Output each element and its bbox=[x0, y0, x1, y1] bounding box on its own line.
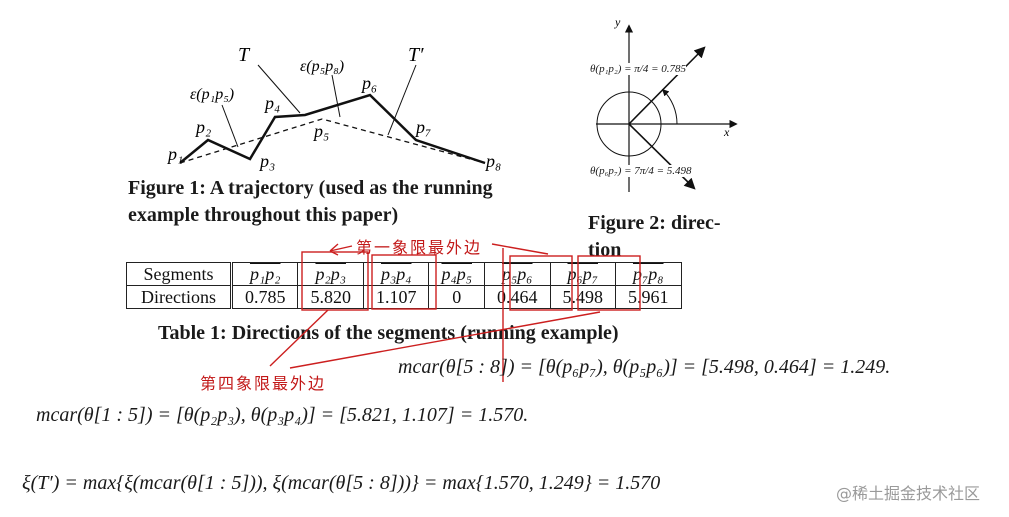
figure1-caption: Figure 1: A trajectory (used as the runn… bbox=[128, 175, 578, 229]
annotation-first-quadrant: 第一象限最外边 bbox=[356, 238, 483, 257]
label-eps15: ε(p₁p₅) bbox=[190, 86, 234, 103]
segment-cell: p₁p₂ bbox=[229, 262, 299, 286]
label-p2: p₂ bbox=[194, 117, 211, 137]
segment-cell: p₃p₄ bbox=[362, 262, 430, 286]
label-theta-p6p7: θ(p₆p₇) = 7π/4 = 5.498 bbox=[590, 165, 692, 177]
label-eps58: ε(p₅p₈) bbox=[300, 58, 344, 75]
direction-cell: 0 bbox=[428, 285, 485, 309]
label-p1: p₁ bbox=[166, 144, 183, 164]
table-row-segments: Segments p₁p₂ p₂p₃ p₃p₄ p₄p₅ p₅p₆ p₆p₇ p… bbox=[126, 262, 682, 286]
equation-xi-Tp: ξ(T′) = max{ξ(mcar(θ[1 : 5])), ξ(mcar(θ[… bbox=[22, 472, 661, 494]
segment-cell: p₂p₃ bbox=[297, 262, 364, 286]
vector-p1p2 bbox=[628, 46, 706, 125]
leader-Tp bbox=[387, 64, 417, 136]
table-row-directions: Directions 0.785 5.820 1.107 0 0.464 5.4… bbox=[126, 285, 682, 309]
trajectory-polyline bbox=[179, 93, 486, 165]
figure2-caption-line1: Figure 2: direc- bbox=[588, 212, 721, 234]
angle-arc bbox=[662, 89, 678, 125]
arrow-fourth-quadrant-left bbox=[269, 309, 329, 367]
leader-eps58 bbox=[331, 74, 341, 118]
arrow-first-quadrant-left bbox=[329, 243, 353, 256]
label-p8: p₈ bbox=[484, 151, 501, 171]
segment-cell: p₇p₈ bbox=[615, 262, 682, 286]
label-p3: p₃ bbox=[258, 151, 275, 171]
unit-circle bbox=[596, 91, 662, 157]
watermark: @稀土掘金技术社区 bbox=[836, 484, 981, 503]
highlight-p2p3 bbox=[301, 251, 369, 311]
vector-p6p7 bbox=[628, 123, 696, 190]
directions-table: Segments p₁p₂ p₂p₃ p₃p₄ p₄p₅ p₅p₆ p₆p₇ p… bbox=[126, 262, 682, 309]
arrow-fourth-quadrant-right bbox=[289, 311, 601, 369]
highlight-p3p4 bbox=[371, 254, 437, 310]
label-theta-p1p2: θ(p₁p₂) = π/4 = 0.785 bbox=[590, 63, 687, 75]
label-p4: p₄ bbox=[263, 93, 280, 113]
figure1-caption-line2: example throughout this paper) bbox=[128, 204, 399, 226]
equation-mcar-1-5: mcar(θ[1 : 5]) = [θ(p₂p₃), θ(p₃p₄)] = [5… bbox=[36, 404, 529, 426]
highlight-p6p7 bbox=[577, 255, 641, 311]
direction-cell: 0.785 bbox=[229, 285, 299, 309]
figure1-caption-line1: Figure 1: A trajectory (used as the runn… bbox=[128, 177, 493, 199]
label-Tp: T′ bbox=[408, 44, 424, 66]
label-p6: p₆ bbox=[360, 73, 377, 93]
label-y: y bbox=[614, 15, 621, 29]
label-p7: p₇ bbox=[414, 117, 431, 137]
direction-figure: y x bbox=[596, 15, 738, 192]
label-T: T bbox=[238, 44, 251, 66]
direction-cell: 1.107 bbox=[362, 285, 430, 309]
label-p5: p₅ bbox=[312, 121, 329, 141]
leader-eps15 bbox=[221, 104, 239, 148]
arrow-first-quadrant-right bbox=[491, 243, 549, 255]
direction-cell: 5.820 bbox=[297, 285, 364, 309]
equation-mcar-5-8: mcar(θ[5 : 8]) = [θ(p₆p₇), θ(p₅p₆)] = [5… bbox=[398, 356, 891, 378]
annotation-fourth-quadrant: 第四象限最外边 bbox=[200, 374, 327, 393]
highlight-p5p6 bbox=[509, 255, 573, 311]
simplified-trajectory bbox=[179, 118, 486, 164]
label-x: x bbox=[723, 125, 730, 139]
direction-cell: 5.961 bbox=[615, 285, 682, 309]
trajectory-figure: T T′ ε(p₁p₅) ε(p₅p₈) p₁ p₂ p₃ p₄ p₅ p₆ p… bbox=[166, 44, 501, 171]
leader-T bbox=[257, 64, 301, 114]
